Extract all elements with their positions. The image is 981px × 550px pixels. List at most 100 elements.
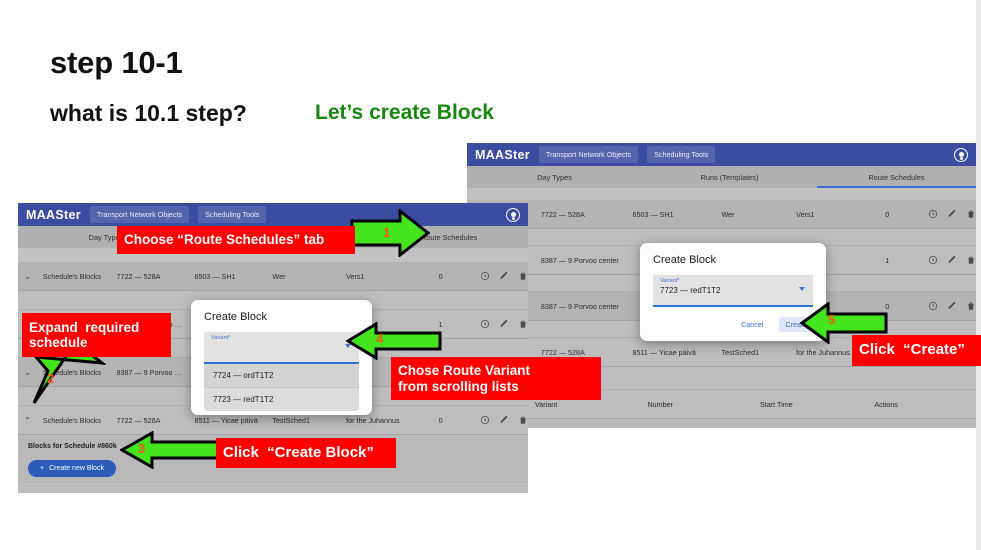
row-day-type: Wer (272, 271, 286, 281)
annotation-arrow-4 (346, 322, 442, 360)
app-header-left: MAASter Transport Network Objects Schedu… (18, 203, 528, 226)
variant-field-label: Variant* (660, 278, 680, 284)
chevron-down-icon[interactable] (799, 287, 805, 291)
clock-icon[interactable] (480, 271, 490, 281)
tab-runs-templates[interactable]: Runs (Templates) (700, 172, 759, 182)
row-name: Schedule's Blocks (42, 415, 101, 425)
create-new-block-button[interactable]: + Create new Block (28, 460, 116, 477)
col-variant: Variant (535, 399, 558, 409)
row-actions (920, 255, 976, 265)
tabbar-right: Day Types Runs (Templates) Route Schedul… (467, 166, 976, 188)
pencil-icon[interactable] (947, 209, 957, 219)
trash-icon[interactable] (518, 319, 528, 329)
row-route: 7722 — 528A (116, 271, 161, 281)
nav-transport-network-objects[interactable]: Transport Network Objects (538, 146, 639, 163)
row-actions (472, 319, 528, 329)
variant-select-left[interactable]: Variant* (204, 332, 359, 364)
tab-day-types[interactable]: Day Types (88, 232, 124, 242)
annotation-number-5: 5 (828, 312, 836, 327)
trash-icon[interactable] (966, 301, 976, 311)
pencil-icon[interactable] (947, 301, 957, 311)
trash-icon[interactable] (518, 271, 528, 281)
tab-day-types[interactable]: Day Types (537, 172, 572, 182)
row-route: 8387 — 9 Porvoo center (116, 367, 189, 377)
account-circle-icon[interactable] (506, 207, 520, 222)
chevron-down-icon[interactable] (345, 344, 351, 348)
table-row[interactable]: ⌄ Schedule's Blocks 7722 — 528A 6503 — S… (18, 262, 528, 291)
annotation-arrow-3 (120, 431, 220, 469)
clock-icon[interactable] (928, 255, 938, 265)
nav-scheduling-tools[interactable]: Scheduling Tools (647, 146, 716, 163)
col-actions: Actions (874, 399, 898, 409)
col-id: ID (30, 493, 95, 494)
trash-icon[interactable] (966, 209, 976, 219)
variant-field-label: Variant* (211, 335, 231, 341)
col-actions: Actions (454, 493, 528, 494)
row-route: 7722 — 528A (116, 415, 161, 425)
create-block-dialog-right: Create Block Variant* 7723 — redT1T2 Can… (640, 243, 826, 341)
pencil-icon[interactable] (499, 271, 509, 281)
clock-icon[interactable] (480, 319, 490, 329)
pencil-icon[interactable] (499, 415, 509, 425)
list-item[interactable]: 7724 — ordT1T2 (204, 364, 359, 388)
chevron-down-icon[interactable]: ⌄ (24, 271, 31, 281)
clock-icon[interactable] (928, 209, 938, 219)
annotation-number-4: 4 (376, 331, 384, 346)
nav-transport-network-objects[interactable]: Transport Network Objects (89, 206, 190, 223)
row-actions (920, 209, 976, 219)
create-block-dialog-left: Create Block Variant* 7724 — ordT1T2 772… (191, 300, 372, 415)
variant-options-list[interactable]: 7724 — ordT1T2 7723 — redT1T2 (204, 364, 359, 411)
col-start-time: Start Time (325, 493, 454, 494)
blocks-table-header-left: ID Variant Number Start Time Actions (18, 483, 528, 493)
pencil-icon[interactable] (947, 255, 957, 265)
tab-route-schedules[interactable]: Route Schedules (868, 172, 925, 182)
row-actions (472, 271, 528, 281)
row-day-type: TestSched1 (721, 347, 760, 357)
row-name: Schedule's Blocks (42, 271, 101, 281)
app-header-right: MAASter Transport Network Objects Schedu… (467, 143, 976, 166)
chevron-down-icon[interactable]: ⌄ (24, 367, 31, 377)
slide-highlight: Let’s create Block (315, 101, 494, 124)
toolbar-strip-right (467, 188, 976, 200)
trash-icon[interactable] (518, 415, 528, 425)
row-version: Vers1 (796, 209, 815, 219)
chevron-up-icon[interactable]: ⌃ (24, 415, 31, 425)
clock-icon[interactable] (480, 415, 490, 425)
variant-field-value: 7723 — redT1T2 (660, 286, 721, 295)
row-version: Vers1 (346, 271, 365, 281)
dialog-title: Create Block (204, 311, 267, 323)
annotation-label-3: Click “Create Block” (216, 438, 396, 468)
app-brand: MAASter (475, 147, 530, 162)
table-row[interactable]: Schedule's Blocks 7722 — 528A 6503 — SH1… (467, 200, 976, 229)
row-variant: 8511 — Yicae päivä (632, 347, 696, 357)
col-number: Number (647, 399, 674, 409)
row-day-type: Wer (721, 209, 735, 219)
account-circle-icon[interactable] (954, 147, 968, 162)
clock-icon[interactable] (928, 301, 938, 311)
list-item[interactable]: 7723 — redT1T2 (204, 388, 359, 411)
col-number: Number (196, 493, 325, 494)
tab-route-schedules[interactable]: Route Schedules (420, 232, 478, 242)
row-count: 1 (885, 255, 890, 265)
blocks-subpanel: Blocks for Schedule #860k + Create new B… (18, 435, 528, 477)
cancel-button[interactable]: Cancel (741, 320, 764, 329)
row-variant: 6503 — SH1 (632, 209, 674, 219)
row-count: 0 (885, 209, 890, 219)
slide-title: step 10-1 (50, 45, 183, 80)
pencil-icon[interactable] (499, 319, 509, 329)
row-count: 0 (438, 271, 443, 281)
row-variant: 6503 — SH1 (194, 271, 236, 281)
app-brand: MAASter (26, 207, 81, 222)
col-start-time: Start Time (759, 399, 793, 409)
nav-scheduling-tools[interactable]: Scheduling Tools (198, 206, 267, 223)
row-route: 7722 — 528A (540, 347, 585, 357)
annotation-number-2: 2 (47, 371, 55, 386)
row-version: for the Juhannus (346, 415, 400, 425)
annotation-number-3: 3 (138, 441, 146, 456)
annotation-label-2: Expand required schedule (22, 313, 171, 357)
create-new-block-label: Create new Block (49, 465, 104, 472)
dialog-title: Create Block (653, 254, 716, 266)
trash-icon[interactable] (966, 255, 976, 265)
variant-select-right[interactable]: Variant* 7723 — redT1T2 (653, 275, 813, 307)
